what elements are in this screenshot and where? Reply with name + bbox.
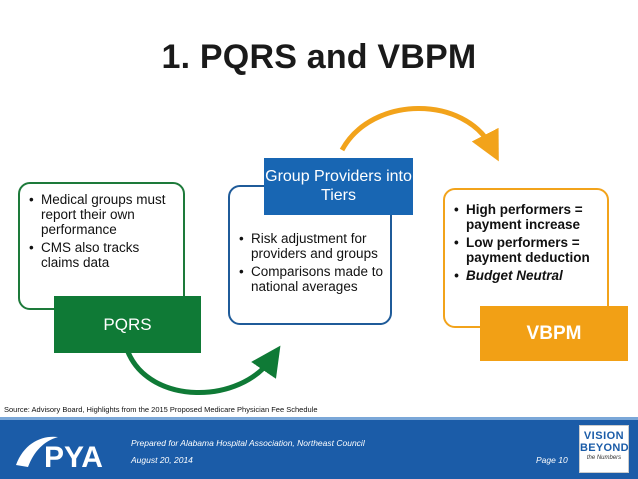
bullet: Risk adjustment for providers and groups — [239, 231, 384, 261]
bullet: CMS also tracks claims data — [29, 240, 177, 270]
vbpm-bullet-box: High performers = payment increase Low p… — [443, 188, 609, 328]
badge-line2: BEYOND — [580, 442, 629, 454]
page-number: Page 10 — [536, 455, 568, 465]
footer-date: August 20, 2014 — [131, 455, 193, 465]
badge-line1: VISION — [583, 430, 625, 442]
pya-logo: PYA — [16, 436, 103, 471]
tiers-label: Group Providers into Tiers — [264, 158, 413, 215]
prepared-for-text: Prepared for Alabama Hospital Associatio… — [131, 438, 365, 448]
pqrs-bullet-box: Medical groups must report their own per… — [18, 182, 185, 310]
bullet: Low performers = payment deduction — [454, 235, 601, 265]
bullet: High performers = payment increase — [454, 202, 601, 232]
bullet: Budget Neutral — [454, 268, 601, 283]
badge-line3: the Numbers — [586, 455, 622, 461]
footer-bar: PYA Prepared for Alabama Hospital Associ… — [0, 417, 638, 479]
bullet: Medical groups must report their own per… — [29, 192, 177, 237]
pya-swoosh-icon — [16, 436, 58, 467]
green-curved-arrow — [125, 345, 281, 395]
bullet: Comparisons made to national averages — [239, 264, 384, 294]
orange-curved-arrow — [339, 106, 499, 162]
footer-divider — [0, 417, 638, 420]
slide-title: 1. PQRS and VBPM — [161, 38, 477, 76]
source-citation: Source: Advisory Board, Highlights from … — [4, 405, 318, 414]
pya-logo-text: PYA — [44, 441, 103, 471]
vision-beyond-badge: VISION BEYOND the Numbers — [579, 425, 629, 473]
pqrs-label: PQRS — [54, 296, 201, 353]
vbpm-label: VBPM — [480, 306, 628, 361]
